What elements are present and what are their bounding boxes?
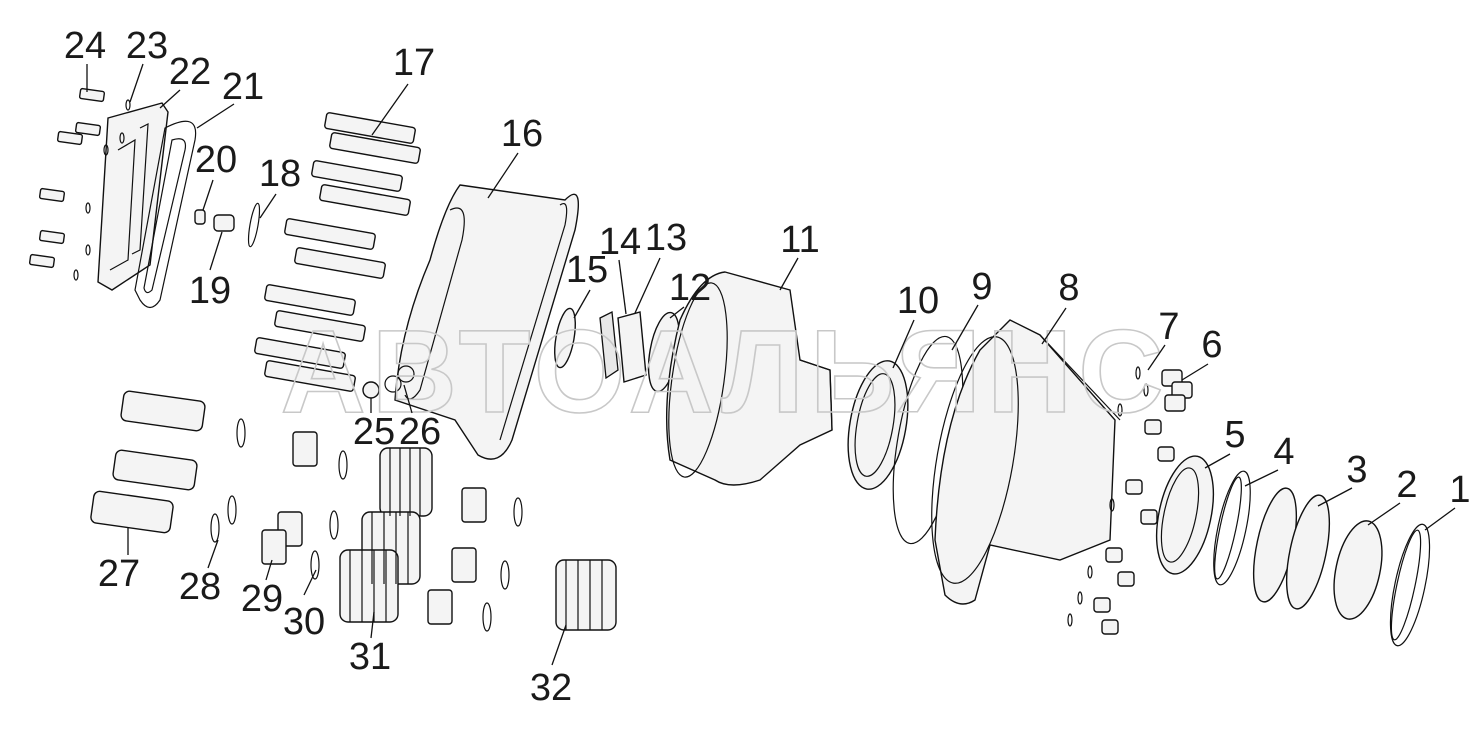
planet-gear-32: [555, 559, 617, 631]
part-label-30: 30: [283, 601, 325, 643]
part-label-7: 7: [1158, 306, 1179, 348]
part-label-22: 22: [169, 51, 211, 93]
part-label-19: 19: [189, 270, 231, 312]
gasket-21: [134, 120, 197, 309]
housing-16: [394, 184, 579, 460]
part-label-13: 13: [645, 217, 687, 259]
part-label-11: 11: [780, 219, 819, 261]
ring-gear-11: [665, 271, 833, 486]
ring-4: [1213, 470, 1251, 586]
cover-plate-22: [97, 102, 169, 291]
part-label-27: 27: [98, 553, 140, 595]
part-label-21: 21: [222, 66, 264, 108]
part-label-29: 29: [241, 578, 283, 620]
bolts-24: [28, 87, 106, 269]
axles-27: [90, 390, 206, 534]
part-label-1: 1: [1449, 469, 1470, 511]
part-label-5: 5: [1224, 414, 1245, 456]
ring-2: [1333, 520, 1383, 620]
pins-group-17: [254, 112, 421, 392]
part-label-25: 25: [353, 411, 395, 453]
part-label-17: 17: [393, 42, 435, 84]
part-label-31: 31: [349, 636, 391, 678]
washers-30: [310, 450, 523, 632]
part-label-10: 10: [897, 280, 939, 322]
pin-19-20: [194, 209, 235, 232]
part-label-14: 14: [599, 221, 641, 263]
part-label-26: 26: [399, 411, 441, 453]
ring-3: [1252, 487, 1331, 610]
part-label-2: 2: [1396, 464, 1417, 506]
washers-28: [210, 418, 246, 543]
part-label-8: 8: [1058, 267, 1079, 309]
part-label-23: 23: [126, 25, 168, 67]
hub-8: [931, 319, 1121, 605]
part-label-12: 12: [669, 267, 711, 309]
ring-10: [847, 360, 909, 490]
nuts-6: [1093, 369, 1193, 635]
part-label-4: 4: [1273, 431, 1294, 473]
part-label-6: 6: [1201, 324, 1222, 366]
part-label-3: 3: [1346, 449, 1367, 491]
part-label-24: 24: [64, 25, 106, 67]
part-label-9: 9: [971, 266, 992, 308]
ring-18: [247, 202, 261, 248]
washers-23: [73, 99, 131, 281]
part-label-32: 32: [530, 667, 572, 709]
watermark-text: АВТОАЛЬЯНС: [281, 306, 1170, 438]
part-label-20: 20: [195, 139, 237, 181]
bearings-29: [261, 431, 487, 625]
part-label-18: 18: [259, 153, 301, 195]
planet-gears-31: [339, 447, 433, 623]
part-label-16: 16: [501, 113, 543, 155]
ring-5: [1155, 455, 1215, 575]
part-label-15: 15: [566, 249, 608, 291]
part-label-28: 28: [179, 566, 221, 608]
washers-7: [1067, 366, 1149, 627]
leader-lines: [86, 63, 1456, 666]
part-labels: 24 23 22 21 20 19 18 17 16 15 14 13 12 1…: [64, 25, 1471, 709]
ring-1: [1389, 523, 1431, 647]
